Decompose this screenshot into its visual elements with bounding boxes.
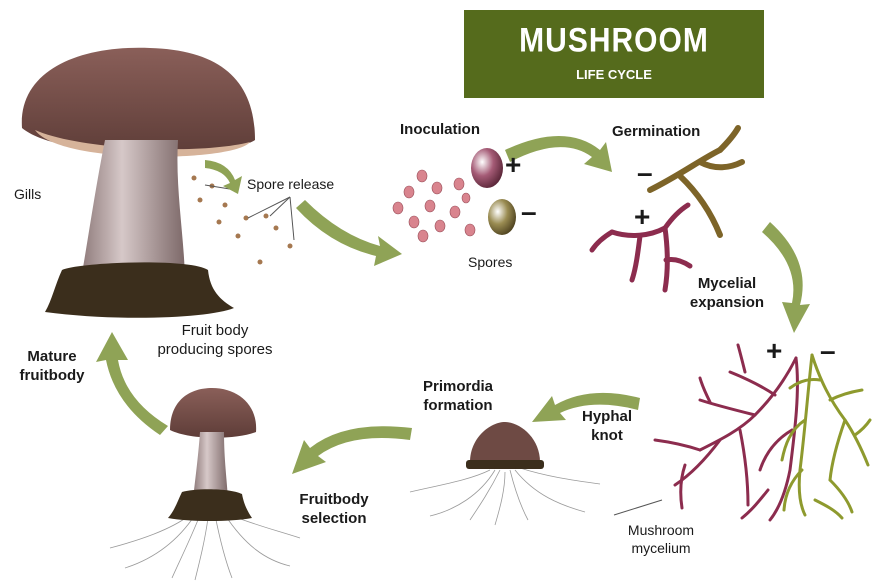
label-germination: Germination	[612, 123, 700, 142]
label-hyphal-knot: Hyphal knot	[574, 408, 640, 446]
label-fruit-body-line1: Fruit body	[150, 322, 280, 341]
spore	[417, 170, 427, 182]
large-mushroom-volva	[45, 262, 234, 317]
label-fruit-body-line2: producing spores	[150, 341, 280, 360]
label-selection-line1: Fruitbody	[282, 491, 386, 510]
spore-dot	[217, 220, 222, 225]
spore-dot	[198, 198, 203, 203]
sign-minus-germination: –	[637, 155, 653, 190]
label-hyphal-line2: knot	[574, 427, 640, 446]
label-fruit-body: Fruit body producing spores	[150, 322, 280, 360]
spore-dot	[274, 226, 279, 231]
label-primordia-line1: Primordia	[405, 378, 511, 397]
spore-dot	[236, 234, 241, 239]
spore	[418, 230, 428, 242]
spore-dot	[288, 244, 293, 249]
spore	[435, 220, 445, 232]
sign-minus-spore: –	[521, 194, 537, 229]
spore	[432, 182, 442, 194]
primordium-base	[466, 460, 544, 469]
spore	[425, 200, 435, 212]
spore-dot	[192, 176, 197, 181]
label-hyphal-line1: Hyphal	[574, 408, 640, 427]
label-spores: Spores	[468, 254, 512, 272]
arrow-gills-to-spore-release	[205, 160, 242, 194]
title-sub: LIFE CYCLE	[464, 67, 764, 82]
sign-plus-mycelium: +	[766, 333, 782, 368]
spore-dot	[223, 203, 228, 208]
sign-minus-mycelium: –	[820, 333, 836, 368]
spore	[462, 193, 470, 203]
label-mycelium-line2: mycelium	[612, 540, 710, 558]
label-mycelium-line1: Mushroom	[612, 522, 710, 540]
spore	[465, 224, 475, 236]
label-mushroom-mycelium: Mushroom mycelium	[612, 522, 710, 557]
spore	[450, 206, 460, 218]
label-primordia-line2: formation	[405, 397, 511, 416]
sign-plus-spore: +	[505, 147, 521, 182]
spore-minus	[488, 199, 516, 235]
label-mycelial-expansion: Mycelial expansion	[674, 275, 780, 313]
title-main: MUSHROOM	[464, 21, 764, 60]
label-mature-fruitbody: Mature fruitbody	[8, 348, 96, 386]
sign-plus-germination: +	[634, 199, 650, 234]
small-mushroom-cap	[170, 388, 256, 438]
primordium-cap	[470, 422, 540, 462]
label-inoculation: Inoculation	[400, 121, 480, 140]
primordium	[410, 422, 600, 525]
spore-cluster	[393, 170, 475, 242]
small-mushroom-volva	[168, 489, 252, 521]
label-mycelial-line1: Mycelial	[674, 275, 780, 294]
spore-dot	[244, 216, 249, 221]
label-primordia-formation: Primordia formation	[405, 378, 511, 416]
spore-plus	[471, 148, 503, 188]
spore-dot	[258, 260, 263, 265]
label-fruitbody-selection: Fruitbody selection	[282, 491, 386, 529]
spore	[454, 178, 464, 190]
title-banner: MUSHROOM LIFE CYCLE	[464, 10, 764, 98]
germination-hyphae	[592, 128, 742, 290]
label-selection-line2: selection	[282, 510, 386, 529]
arrow-primordia-to-selection	[292, 426, 412, 474]
spore-dot	[264, 214, 269, 219]
label-gills: Gills	[14, 186, 41, 204]
label-mature-line2: fruitbody	[8, 367, 96, 386]
label-spore-release: Spore release	[247, 176, 334, 194]
arrow-spore-release-to-spores	[296, 200, 402, 266]
mycelium-network-plus	[655, 345, 797, 520]
label-mycelial-line2: expansion	[674, 294, 780, 313]
spore	[393, 202, 403, 214]
large-mushroom	[22, 48, 255, 318]
spore	[409, 216, 419, 228]
spore	[404, 186, 414, 198]
mycelium-leader-line	[614, 500, 662, 515]
label-mature-line1: Mature	[8, 348, 96, 367]
